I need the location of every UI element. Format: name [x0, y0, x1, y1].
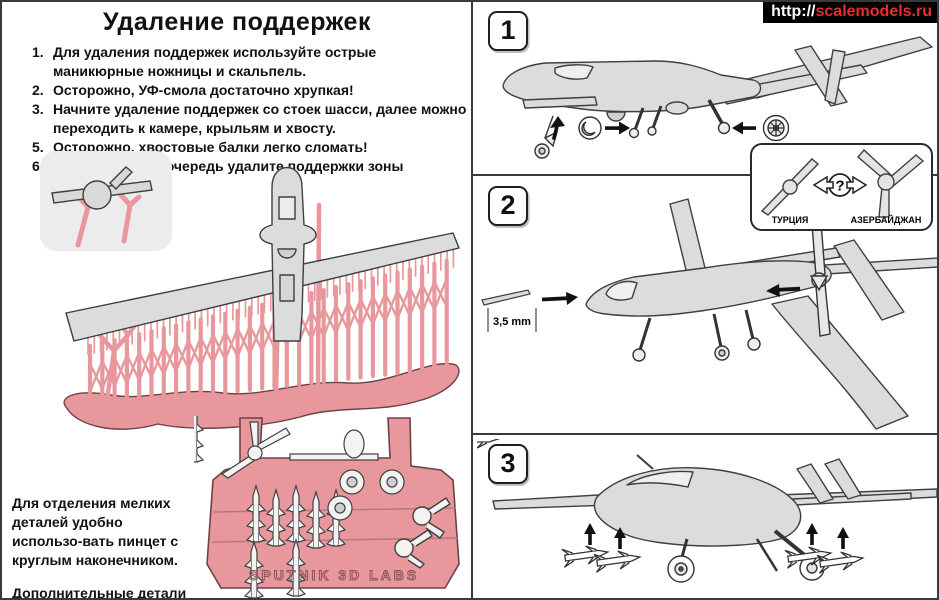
item-text: Начните удаление поддержек со стоек шасс… — [53, 101, 467, 136]
step-2-badge: 2 — [488, 186, 528, 226]
item-number: 1. — [32, 44, 44, 60]
instruction-item: 2. Осторожно, УФ-смола достаточно хрупка… — [32, 81, 468, 100]
item-text: Осторожно, УФ-смола достаточно хрупкая! — [53, 82, 354, 98]
step-3-badge: 3 — [488, 444, 528, 484]
step-1-drawing — [502, 36, 933, 159]
assembly-arrows — [541, 284, 801, 305]
pitot-part — [481, 289, 531, 306]
label-turkey: ТУРЦИЯ — [772, 215, 809, 225]
watermark: http://scalemodels.ru — [763, 2, 937, 23]
camera-ball-part — [343, 429, 365, 459]
item-number: 5. — [32, 139, 44, 155]
parts-tray-illustration: SPUTNIK 3D LABS — [194, 416, 460, 598]
landing-gear — [632, 309, 761, 362]
tray-embossed-label: SPUTNIK 3D LABS — [249, 567, 419, 583]
note-spare: Дополнительные детали даны про запас. — [12, 585, 187, 600]
gear-part-detail — [51, 166, 153, 210]
watermark-domain: scalemodels.ru — [815, 3, 933, 20]
wheel-part — [327, 469, 405, 521]
vertical-divider — [471, 2, 473, 598]
drone-front-view — [492, 454, 937, 547]
tray-parts — [194, 416, 451, 598]
aircraft-top-view — [65, 166, 460, 342]
support-detail-inset — [40, 151, 172, 251]
gear-part — [394, 497, 451, 569]
rear-propeller — [809, 221, 831, 337]
label-azerbaijan: АЗЕРБАЙДЖАН — [851, 214, 922, 225]
landing-gear — [667, 529, 825, 583]
propeller-comparison-drawing: ? ТУРЦИЯ АЗЕРБАЙДЖАН — [760, 148, 925, 225]
item-number: 6. — [32, 158, 44, 174]
page-title: Удаление поддержек — [103, 8, 371, 36]
supports-illustration — [40, 151, 460, 430]
measurement-label: 3,5 mm — [493, 316, 531, 328]
assembly-arrows — [550, 116, 756, 141]
arrow-left-outline-icon — [812, 175, 834, 195]
arrow-right-outline-icon — [846, 175, 868, 195]
drone-three-quarter-view — [585, 198, 937, 430]
step-3-drawing — [477, 439, 937, 583]
assembly-arrows — [584, 523, 849, 549]
missile-parts — [477, 439, 865, 574]
two-blade-propeller — [760, 158, 820, 216]
watermark-protocol: http:// — [771, 3, 816, 20]
note-tweezers: Для отделения мелких деталей удобно испо… — [12, 495, 179, 568]
drone-side-view — [502, 36, 933, 122]
strip-part — [289, 453, 379, 461]
instruction-item: 1. Для удаления поддержек используйте ос… — [32, 43, 468, 81]
notes-block: Для отделения мелких деталей удобно испо… — [12, 494, 194, 600]
three-blade-propeller — [857, 148, 925, 218]
section-divider-1 — [473, 174, 937, 176]
section-divider-2 — [473, 433, 937, 435]
measurement-ticks — [487, 308, 537, 332]
item-text: Для удаления поддержек используйте остры… — [53, 44, 377, 79]
propeller-comparison-box: ? ТУРЦИЯ АЗЕРБАЙДЖАН — [750, 143, 933, 231]
step-2-drawing: 3,5 mm — [481, 198, 937, 430]
item-number: 3. — [32, 101, 44, 117]
item-number: 2. — [32, 82, 44, 98]
missile-part — [194, 416, 205, 463]
question-mark: ? — [835, 178, 844, 195]
step-1-badge: 1 — [488, 11, 528, 51]
instruction-item: 3. Начните удаление поддержек со стоек ш… — [32, 100, 468, 138]
propeller-part — [220, 421, 291, 479]
